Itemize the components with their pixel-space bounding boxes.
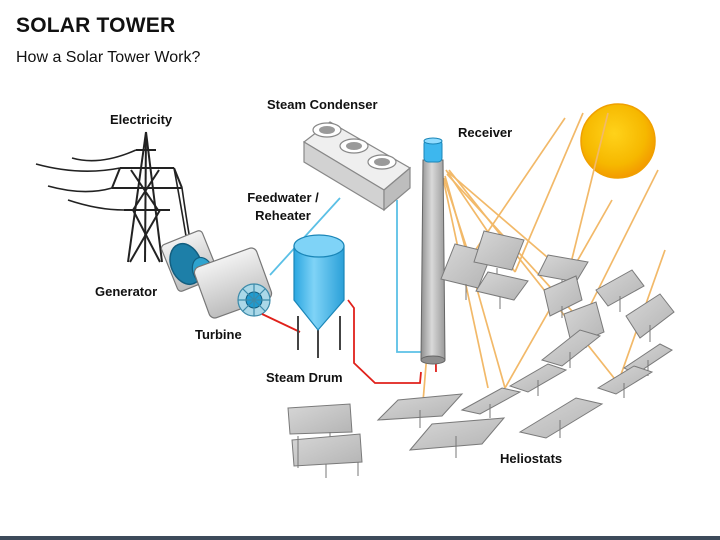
heliostat-panel (475, 271, 529, 309)
heliostat-panel (460, 387, 522, 418)
label-feedwater: Feedwater / Reheater (238, 190, 328, 223)
receiver-tower-icon (420, 137, 446, 365)
label-receiver: Receiver (458, 125, 513, 140)
heliostat-panel (596, 365, 654, 398)
steam-condenser-icon (302, 121, 412, 212)
label-feedwater-line1: Feedwater / (247, 190, 319, 205)
slide-subtitle: How a Solar Tower Work? (16, 49, 201, 66)
heliostat-panel (540, 329, 602, 368)
heliostat-field (287, 230, 675, 478)
label-feedwater-line2: Reheater (255, 208, 311, 223)
heliostat-panel (543, 275, 583, 318)
power-line-wires (35, 149, 191, 241)
label-steam-condenser: Steam Condenser (267, 97, 378, 112)
heliostat-panel (291, 433, 363, 478)
sun-icon (580, 103, 656, 179)
label-electricity: Electricity (110, 112, 173, 127)
heliostat-panel (625, 293, 675, 342)
heliostat-panel (595, 269, 645, 312)
label-turbine: Turbine (195, 327, 242, 342)
footer-bar (0, 536, 720, 540)
heliostat-panel (518, 397, 604, 439)
turbine-icon (193, 247, 273, 319)
heliostat-panel (287, 403, 353, 446)
heliostat-panel (408, 417, 506, 458)
label-heliostats: Heliostats (500, 451, 563, 466)
label-generator: Generator (95, 284, 158, 299)
heliostat-panel (376, 393, 464, 428)
slide-title: SOLAR TOWER (16, 14, 176, 37)
heliostat-panel (508, 363, 568, 396)
transmission-tower-icon (111, 131, 183, 263)
steam-drum-icon (293, 234, 345, 358)
label-steam-drum: Steam Drum (266, 370, 343, 385)
